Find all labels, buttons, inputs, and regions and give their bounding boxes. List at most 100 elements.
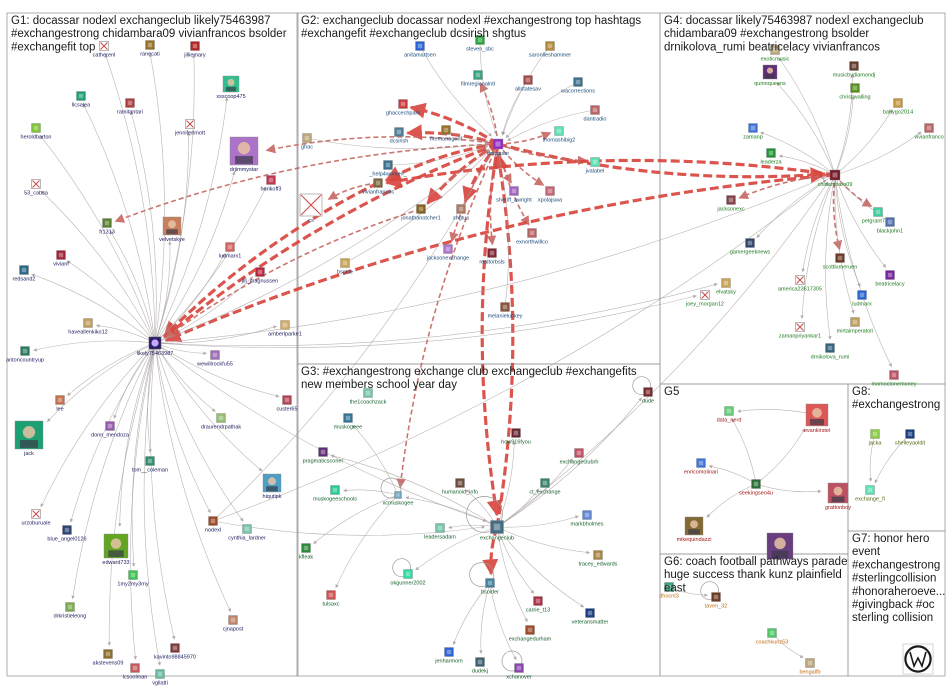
node-jonathanotcher1[interactable]: jonathanotcher1 [400,205,440,222]
node-xpolajswa[interactable]: xpolajswa [538,187,563,204]
node-xsscoop475[interactable]: xsscoop475 [216,76,245,100]
node-urzoburuale[interactable]: urzoburuale [21,510,50,527]
node-okgunner2002[interactable]: okgunner2002 [390,570,425,587]
node-pragmaticsconer[interactable]: pragmaticsconer [303,448,344,465]
node-dudekj[interactable]: dudekj [472,658,488,675]
node-anitamartsen[interactable]: anitamartsen [404,42,436,59]
node-ludmarx[interactable]: ludmarx [852,291,872,308]
node-blue_angel0126[interactable]: blue_angel0126 [47,526,86,543]
node-markbholmes[interactable]: markbholmes [570,511,603,528]
node-zamanpriyankar1[interactable]: zamanpriyankar1 [779,323,821,340]
node-hiqutipk[interactable]: hiqutipk [263,474,282,500]
node-kfleak[interactable]: kfleak [299,544,314,561]
node-cynthia_lardner[interactable]: cynthia_lardner [228,525,266,542]
node-cjnapost[interactable]: cjnapost [223,616,244,633]
node-veteransmatter[interactable]: veteransmatter [572,609,609,626]
node-melanieluckey[interactable]: melanieluckey [488,303,523,320]
node-vivianf[interactable]: vivianf [53,251,69,268]
node-babygo2014[interactable]: babygo2014 [883,99,913,116]
node-grattonboy[interactable]: grattonboy [825,483,851,511]
node-jack[interactable]: jack [15,421,43,457]
node-bsolder[interactable]: bsolder [481,579,499,596]
node-quinnqueens[interactable]: quinnqueens [754,65,786,87]
node-exnorthwillco[interactable]: exnorthwillco [516,229,548,246]
node-realtorbsls[interactable]: realtorbsls [479,249,505,266]
node-drnikolova_rumi[interactable]: drnikolova_rumi [811,344,850,361]
node-jenharmom[interactable]: jenharmom [434,648,463,665]
node-ghaccechpark[interactable]: ghaccechpark [386,100,420,117]
node-data_nerd[interactable]: data_nerd [717,407,742,424]
node-beatricelacy[interactable]: beatricelacy [875,271,905,288]
node-drkristieleong[interactable]: drkristieleong [54,603,87,620]
node-1my2my3my[interactable]: 1my2my3my [117,571,148,588]
node-llcsalea[interactable]: llcsalea [72,92,91,109]
node-edward733[interactable]: edward733 [102,534,129,566]
node-saronlleshammer[interactable]: saronlleshammer [529,42,571,59]
node-dcsirish[interactable]: dcsirish [390,128,409,145]
node-custer65[interactable]: custer65 [276,396,297,413]
node-momoclonemoney[interactable]: momoclonemoney [872,371,917,388]
node-leaderza[interactable]: leaderza [760,149,782,166]
node-dantradio[interactable]: dantradio [584,106,607,123]
node-ramitantari[interactable]: ramitantari [117,99,143,116]
node-gamergeeknews[interactable]: gamergeeknews [730,239,771,256]
node-allstatesav[interactable]: allstatesav [515,76,541,93]
node-ranecati[interactable]: ranecati [140,41,160,58]
node-shelleyaoldit[interactable]: shelleyaoldit [895,430,926,447]
node-antoncountryup[interactable]: antoncountryup [6,347,44,364]
node-jacka[interactable]: jacka [868,430,883,447]
node-ghac[interactable]: ghac [301,134,313,151]
node-velvetskye[interactable]: velvetskye [159,217,185,243]
node-filmregionalntl[interactable]: filmregionalntl [461,71,495,88]
node-wacorrections[interactable]: wacorrections [560,78,595,95]
node-horikoff3[interactable]: horikoff3 [261,176,282,193]
node-exchangedurham[interactable]: exchangedurham [509,626,552,643]
node-fr1313[interactable]: fr1313 [99,219,115,236]
node-america23617305[interactable]: america23617305 [778,276,822,293]
node-musicbydiamondj[interactable]: musicbydiamondj [833,62,876,79]
node-cs[interactable]: cs [300,194,322,224]
node-haveallenkiko12[interactable]: haveallenkiko12 [68,319,107,336]
node-catherenl[interactable]: catherenl [93,42,116,59]
node-ct_exchange[interactable]: ct_exchange [529,479,560,496]
node-coachkunz53[interactable]: coachkunz53 [756,629,788,646]
node-evankirstel[interactable]: evankirstel [804,404,830,434]
node-akstevens09[interactable]: akstevens09 [93,650,124,667]
node-heroldbarton[interactable]: heroldbarton [21,124,52,141]
node-how916fyou[interactable]: how916fyou [501,429,531,446]
node-lcsoolman[interactable]: lcsoolman [123,664,148,681]
node-donn_mendoza[interactable]: donn_mendoza [91,422,130,439]
node-drjimmystar[interactable]: drjimmystar [230,137,259,173]
node-tracey_edwards[interactable]: tracey_edwards [579,551,618,568]
node-vgllatti[interactable]: vgllatti [152,670,168,687]
node-lee[interactable]: lee [56,396,65,413]
node-exchangeclubrh[interactable]: exchangeclubrh [560,449,599,466]
node-help4women[interactable]: _help4women_ [368,161,407,178]
node-jilliemary[interactable]: jilliemary [183,42,206,59]
node-vivianfranco[interactable]: vivianfranco [914,124,943,141]
node-mirtaimperatori[interactable]: mirtaimperatori [837,318,874,335]
node-dude[interactable]: dude [642,388,654,405]
node-humanoid_info[interactable]: humanoid_info [442,479,478,496]
node-redsand2[interactable]: redsand2 [13,266,36,283]
node-g7-vw[interactable] [903,644,933,674]
node-taven_32[interactable]: taven_32 [705,593,728,610]
node-muskogeeschools[interactable]: muskogeeschools [313,486,357,503]
node-bsolde[interactable]: bsolde [337,259,353,276]
node-thomashibig2[interactable]: thomashibig2 [543,127,576,144]
node-christiwalling[interactable]: christiwalling [839,84,870,101]
node-muskogeee[interactable]: muskogeee [334,414,362,431]
node-jenniferlmott[interactable]: jenniferlmott [174,120,205,137]
node-seekingseo4u[interactable]: seekingseo4u [739,480,773,497]
node-carrie_t13[interactable]: carrie_t13 [526,597,550,614]
node-xchanover[interactable]: xchanover [506,664,532,681]
node-zamanp[interactable]: zamanp [743,124,763,141]
node-exchange_fi[interactable]: exchange_fi [855,486,885,503]
node-bengalfb[interactable]: bengalfb [799,659,820,676]
node-elvatsky[interactable]: elvatsky [716,279,736,296]
node-53_cabsa[interactable]: 53_cabsa [24,180,49,197]
node-leadersadam[interactable]: leadersadam [424,524,456,541]
node-ludmarx1[interactable]: ludmarx1 [219,243,242,260]
node-shgtus[interactable]: shgtus [453,205,469,222]
node-mikequindazzi[interactable]: mikequindazzi [677,517,712,543]
